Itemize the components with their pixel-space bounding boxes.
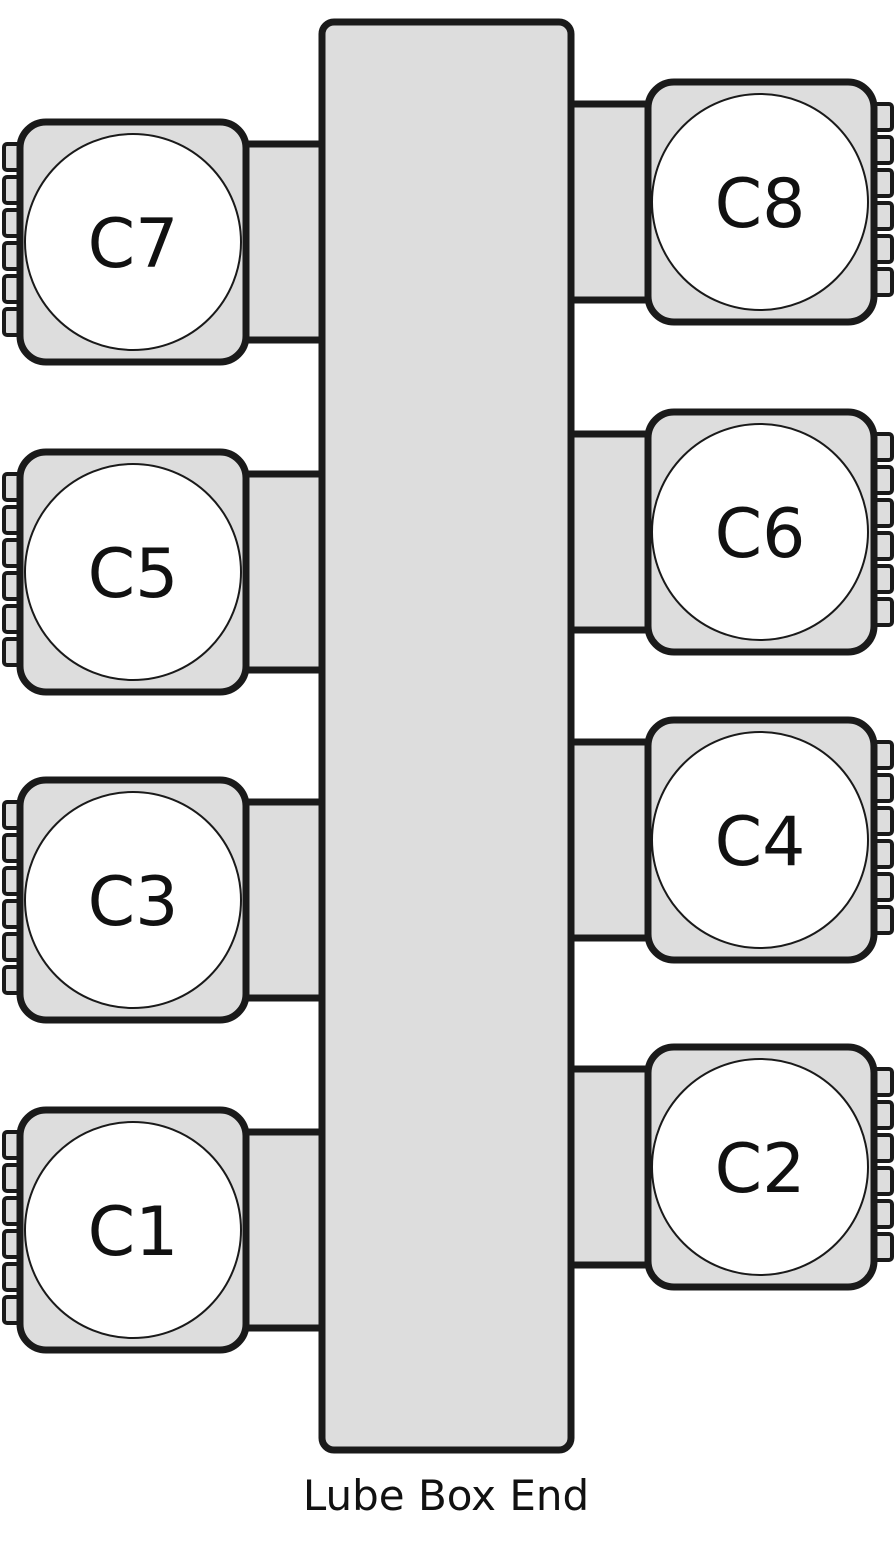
port-connector bbox=[565, 100, 654, 304]
port-connector bbox=[242, 1128, 328, 1332]
port-face bbox=[24, 1121, 242, 1339]
port-face bbox=[24, 463, 242, 681]
port-c5: C5 bbox=[2, 448, 328, 696]
port-face bbox=[651, 1058, 869, 1276]
port-connector bbox=[242, 140, 328, 344]
port-label: C5 bbox=[88, 535, 179, 614]
port-face bbox=[651, 93, 869, 311]
port-c7: C7 bbox=[2, 118, 328, 366]
port-c2: C2 bbox=[565, 1043, 894, 1291]
port-label: C1 bbox=[88, 1193, 179, 1272]
port-c8: C8 bbox=[565, 78, 894, 326]
port-face bbox=[24, 791, 242, 1009]
port-face bbox=[24, 133, 242, 351]
port-connector bbox=[565, 738, 654, 942]
port-face bbox=[651, 423, 869, 641]
port-label: C8 bbox=[715, 165, 806, 244]
port-label: C6 bbox=[715, 495, 806, 574]
port-label: C7 bbox=[88, 205, 179, 284]
port-label: C2 bbox=[715, 1130, 806, 1209]
manifold-caption: Lube Box End bbox=[303, 1471, 589, 1520]
port-c6: C6 bbox=[565, 408, 894, 656]
port-connector bbox=[565, 430, 654, 634]
port-connector bbox=[242, 798, 328, 1002]
port-label: C4 bbox=[715, 803, 806, 882]
port-c1: C1 bbox=[2, 1106, 328, 1354]
port-ribs bbox=[872, 102, 894, 297]
port-c4: C4 bbox=[565, 716, 894, 964]
port-face bbox=[651, 731, 869, 949]
port-connector bbox=[242, 470, 328, 674]
port-connector bbox=[565, 1065, 654, 1269]
port-c3: C3 bbox=[2, 776, 328, 1024]
port-label: C3 bbox=[88, 863, 179, 942]
manifold-body bbox=[318, 18, 575, 1454]
